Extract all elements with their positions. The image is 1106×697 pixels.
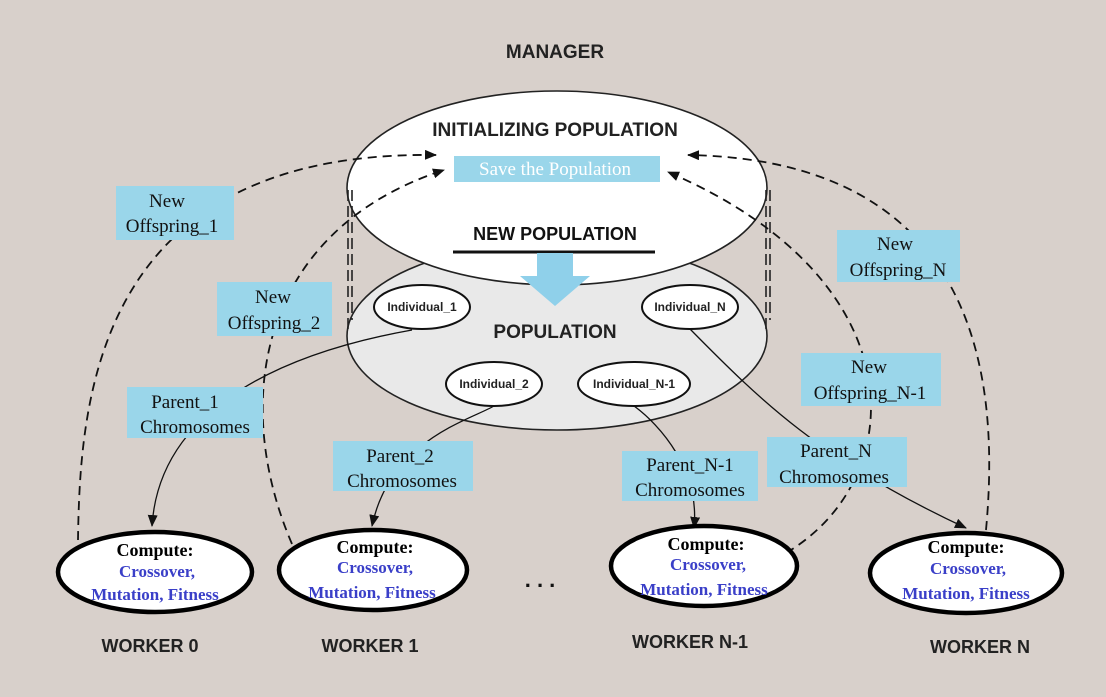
parent-n-line1: Parent_N	[800, 441, 872, 462]
worker-1-ellipse	[276, 527, 470, 613]
offspring-n-1-box	[801, 353, 941, 406]
save-population-label: Save the Population	[479, 159, 631, 180]
individual-2-label: Individual_2	[459, 377, 529, 391]
worker-n-line2: Mutation, Fitness	[902, 584, 1030, 603]
manager-title: MANAGER	[506, 42, 604, 63]
parent-n-1-line2: Chromosomes	[635, 480, 745, 501]
parent-2-line2: Chromosomes	[347, 471, 457, 492]
worker-0-line2: Mutation, Fitness	[91, 585, 219, 604]
offspring-n-connector	[687, 150, 991, 531]
down-arrow-icon	[520, 253, 590, 306]
worker-1-label: WORKER 1	[321, 636, 418, 656]
offspring-n-box	[837, 230, 960, 282]
individual-1-label: Individual_1	[387, 300, 457, 314]
worker-n-1-label: WORKER N-1	[632, 632, 748, 652]
parent-1-line2: Chromosomes	[140, 417, 250, 438]
parent-n-1-box	[622, 451, 758, 501]
individual-1-ellipse	[373, 284, 471, 330]
parent-n-1-line1: Parent_N-1	[646, 455, 734, 476]
save-population-box	[454, 156, 660, 182]
worker-1-line1: Crossover,	[337, 558, 413, 577]
offspring-n-line1: New	[877, 234, 913, 255]
parent-2-line1: Parent_2	[366, 446, 434, 467]
worker-n-1-line2: Mutation, Fitness	[640, 580, 768, 599]
offspring-1-box	[116, 186, 234, 240]
parent-n-line2: Chromosomes	[779, 467, 889, 488]
individual-n-1-label: Individual_N-1	[593, 377, 675, 391]
worker-0-label: WORKER 0	[101, 636, 198, 656]
offspring-n-line2: Offspring_N	[850, 260, 947, 281]
parent-n-connector	[689, 328, 967, 529]
individual-n-label: Individual_N	[654, 300, 725, 314]
population-label: POPULATION	[493, 322, 616, 343]
worker-1-line2: Mutation, Fitness	[308, 583, 436, 602]
worker-0-ellipse	[55, 529, 255, 615]
offspring-2-connector	[261, 168, 445, 545]
offspring-2-line2: Offspring_2	[228, 313, 321, 334]
worker-n-compute: Compute:	[928, 537, 1005, 557]
offspring-1-line2: Offspring_1	[126, 216, 219, 237]
workers-ellipsis: . . .	[525, 567, 556, 592]
offspring-2-box	[217, 282, 332, 336]
parent-2-box	[333, 441, 473, 491]
parent-1-line1: Parent_1	[151, 392, 219, 413]
offspring-n-1-line2: Offspring_N-1	[814, 383, 927, 404]
worker-n-1-line1: Crossover,	[670, 555, 746, 574]
worker-1-compute: Compute:	[337, 537, 414, 557]
offspring-1-connector	[77, 149, 437, 541]
worker-0-line1: Crossover,	[119, 562, 195, 581]
offspring-n-1-line1: New	[851, 357, 887, 378]
worker-n-line1: Crossover,	[930, 559, 1006, 578]
initializing-population-label: INITIALIZING POPULATION	[432, 120, 678, 141]
worker-0-compute: Compute:	[117, 540, 194, 560]
parent-1-box	[127, 387, 263, 438]
worker-n-label: WORKER N	[930, 637, 1030, 657]
worker-n-1-ellipse	[608, 523, 800, 609]
parent-2-connector	[369, 405, 495, 527]
new-population-label: NEW POPULATION	[473, 224, 637, 244]
offspring-2-line1: New	[255, 287, 291, 308]
worker-n-1-compute: Compute:	[668, 534, 745, 554]
parent-n-box	[767, 437, 907, 487]
worker-n-ellipse	[867, 530, 1065, 616]
offspring-1-line1: New	[149, 191, 185, 212]
